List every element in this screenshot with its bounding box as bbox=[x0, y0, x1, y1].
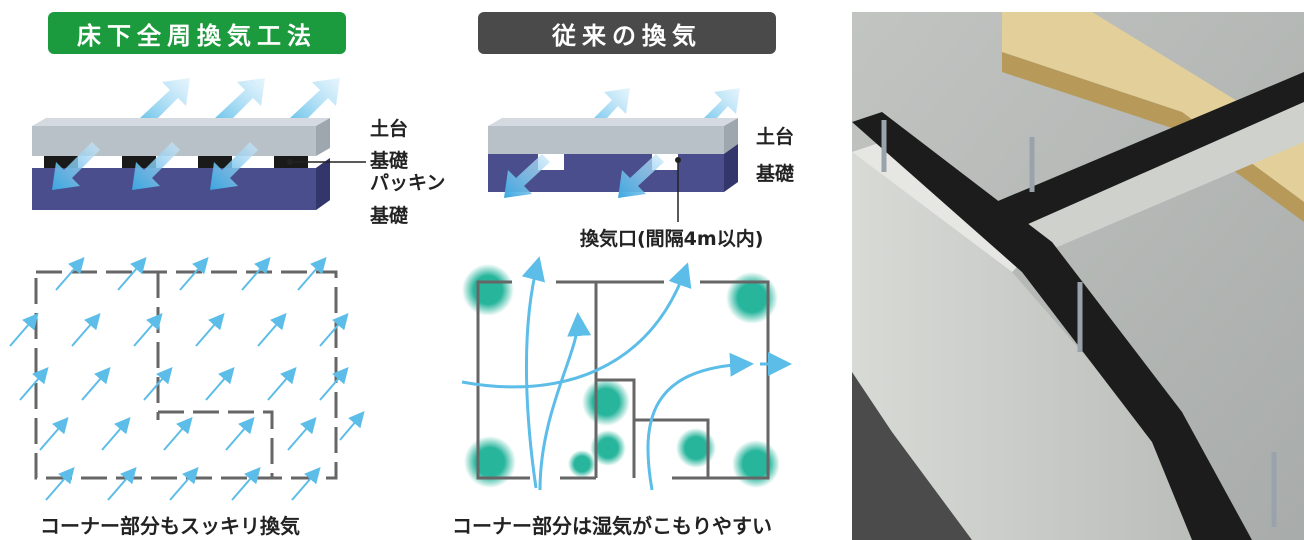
sill-middle bbox=[488, 126, 724, 154]
foundation-photo bbox=[852, 12, 1304, 540]
middle-humidity-spots bbox=[462, 264, 780, 488]
middle-cross-section bbox=[488, 88, 740, 222]
left-plan-arrows bbox=[10, 260, 362, 500]
left-cross-section bbox=[32, 78, 366, 210]
ventilation-diagrams bbox=[0, 0, 850, 540]
